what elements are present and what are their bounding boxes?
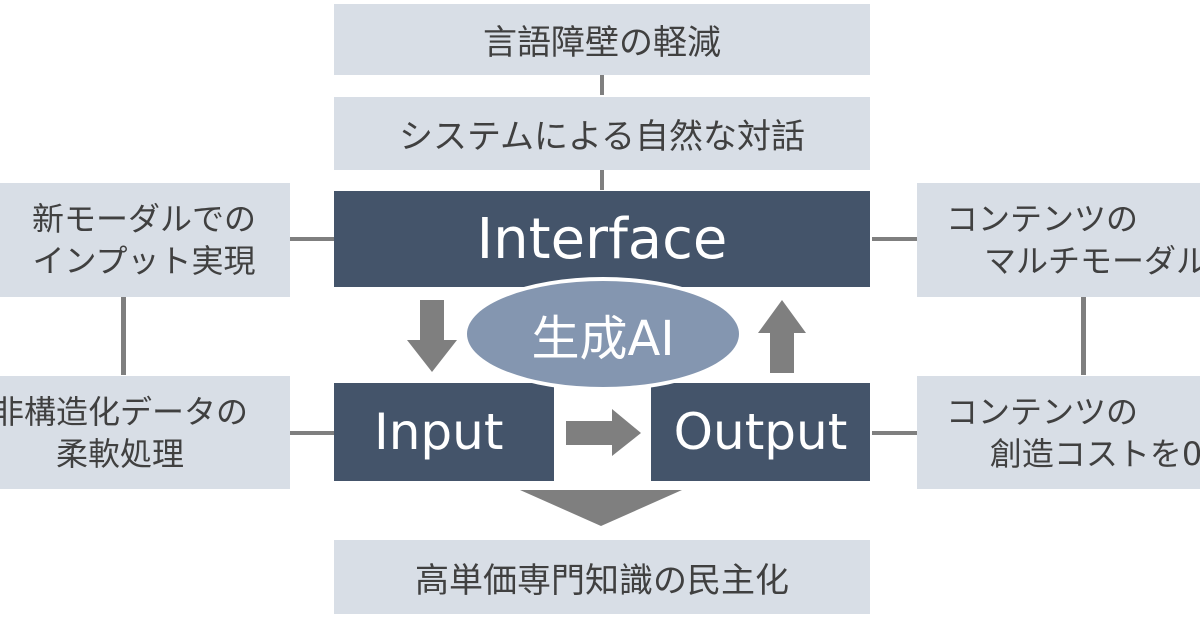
box-zero-cost-content-line1: コンテンツの xyxy=(945,392,1138,431)
box-output: Output xyxy=(651,383,870,481)
box-unstructured-data-line1: 非構造化データの xyxy=(0,392,248,431)
box-zero-cost-content: コンテンツの 創造コストを0に xyxy=(917,376,1200,489)
box-unstructured-data-line2: 柔軟処理 xyxy=(55,434,184,473)
box-natural-dialogue: システムによる自然な対話 xyxy=(334,97,870,170)
arrow-down-icon xyxy=(407,300,457,372)
box-interface: Interface xyxy=(334,191,870,287)
box-input: Input xyxy=(334,383,554,481)
box-multimodal-content-line2: マルチモーダル化 xyxy=(983,242,1200,280)
box-multimodal-content: コンテンツの マルチモーダル化 xyxy=(917,183,1200,297)
box-unstructured-data: 非構造化データの 柔軟処理 xyxy=(0,376,290,489)
box-democratization-label: 高単価専門知識の民主化 xyxy=(415,560,789,601)
connector-left-vertical xyxy=(121,297,126,375)
box-natural-dialogue-label: システムによる自然な対話 xyxy=(399,117,805,157)
box-zero-cost-content-line2: 創造コストを0に xyxy=(989,434,1200,473)
connector-right-top xyxy=(872,237,917,241)
box-democratization: 高単価専門知識の民主化 xyxy=(334,540,870,614)
box-new-modal-input-line1: 新モーダルでの xyxy=(31,200,256,238)
connector-left-top xyxy=(290,237,335,241)
box-new-modal-input-line2: インプット実現 xyxy=(32,242,256,280)
box-reduce-language-barrier-label: 言語障壁の軽減 xyxy=(483,23,721,63)
arrow-up-icon xyxy=(758,300,806,373)
connector-top-1 xyxy=(600,75,604,95)
arrow-down-wide-icon xyxy=(520,490,682,526)
connector-top-2 xyxy=(600,170,604,190)
connector-left-bottom xyxy=(290,431,335,435)
connector-right-vertical xyxy=(1081,297,1086,375)
box-output-label: Output xyxy=(673,403,848,461)
box-new-modal-input: 新モーダルでの インプット実現 xyxy=(0,183,290,297)
connector-right-bottom xyxy=(872,431,917,435)
genai-oval-label: 生成AI xyxy=(531,311,675,367)
box-interface-label: Interface xyxy=(476,206,728,272)
box-input-label: Input xyxy=(374,403,504,461)
box-multimodal-content-line1: コンテンツの xyxy=(945,200,1138,238)
box-reduce-language-barrier: 言語障壁の軽減 xyxy=(334,4,870,75)
genai-oval: 生成AI xyxy=(463,277,743,391)
arrow-right-icon xyxy=(566,409,641,456)
